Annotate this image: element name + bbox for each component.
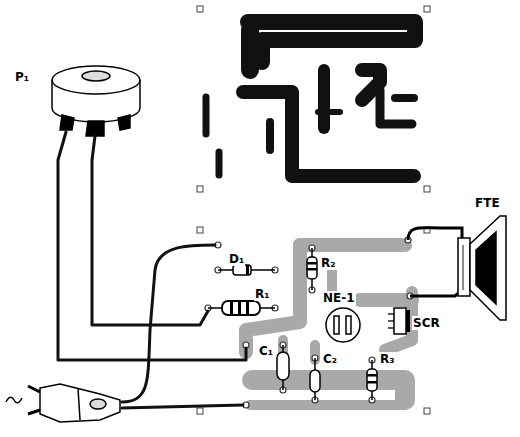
solder-pads (205, 237, 413, 408)
scr-symbol (388, 308, 410, 334)
part-label: R₂ (320, 256, 337, 270)
potentiometer-symbol (52, 66, 140, 136)
ac-plug-symbol (6, 384, 120, 422)
part-label: D₁ (228, 252, 245, 266)
part-label: NE-1 (322, 291, 356, 305)
part-label: SCR (412, 316, 441, 330)
resistor-symbol (307, 248, 317, 290)
diode-symbol (218, 265, 275, 275)
capacitor-symbol (277, 345, 289, 390)
part-label: C₁ (258, 344, 274, 358)
part-label: P₁ (14, 70, 30, 84)
part-label: C₂ (322, 352, 338, 366)
board-corner-marks (197, 6, 430, 414)
part-label: R₃ (379, 352, 396, 366)
part-label: FTE (474, 196, 501, 210)
neon-lamp-symbol (326, 308, 360, 342)
speaker-symbol (408, 216, 506, 320)
capacitor-symbol (310, 358, 320, 400)
part-label: R₁ (254, 287, 271, 301)
resistor-symbol (208, 301, 275, 315)
resistor-symbol (367, 360, 377, 400)
wires (58, 132, 246, 408)
foil-pattern (206, 22, 415, 176)
trace-pattern (246, 245, 412, 405)
